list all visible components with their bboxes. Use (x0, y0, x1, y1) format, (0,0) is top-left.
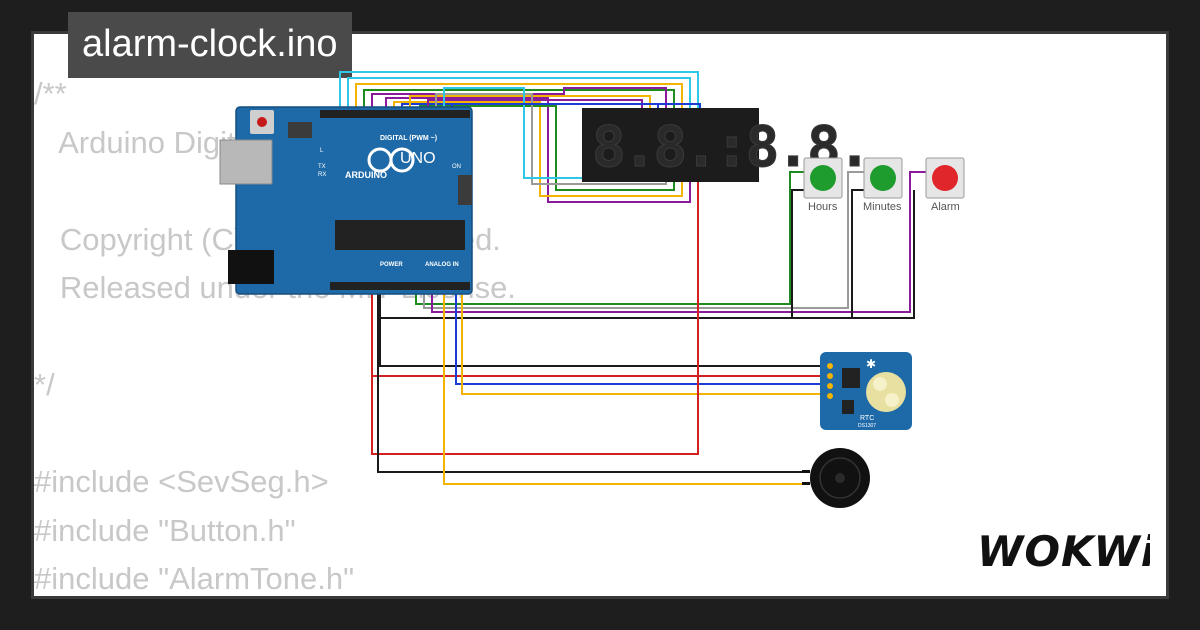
wire (347, 77, 691, 110)
wire (791, 189, 806, 318)
usb-port (219, 139, 273, 185)
code-line: #include "Button.h" (34, 512, 296, 548)
wire (443, 290, 808, 485)
buzzer[interactable] (802, 448, 870, 508)
wire (851, 189, 864, 318)
code-line: #include "AlarmTone.h" (34, 561, 355, 596)
wokwi-logo: WOKWi (975, 522, 1155, 581)
code-line: /** (34, 76, 67, 111)
battery-holder (866, 372, 906, 412)
l-label: L (320, 148, 324, 154)
wire (371, 290, 828, 377)
arduino-uno-board[interactable]: UNO ARDUINO DIGITAL (PWM ~) POWER ANALOG… (219, 106, 473, 295)
wire (385, 97, 691, 203)
tx-label: TX (318, 164, 326, 170)
rtc-chip (842, 368, 860, 388)
wire (371, 87, 667, 110)
wokwi-logo-mark: WOKWi (977, 527, 1155, 576)
alarm-button-label: Alarm (931, 201, 960, 213)
code-line: */ (34, 367, 55, 402)
minutes-button[interactable]: Minutes (863, 157, 903, 213)
seven-segment-display[interactable]: 8.8.:8.8. (582, 108, 872, 182)
on-label: ON (452, 164, 461, 170)
reset-button-cap (257, 117, 267, 127)
wire (461, 290, 828, 395)
icsp-header-2 (458, 175, 472, 205)
digital-label: DIGITAL (PWM ~) (380, 135, 437, 142)
minutes-button-cap (870, 165, 896, 191)
wire (431, 171, 926, 313)
wire (423, 171, 864, 309)
board-model: UNO (400, 150, 436, 167)
rx-label: RX (318, 172, 326, 178)
code-line: #include <SevSeg.h> (34, 464, 329, 499)
hours-button-cap (810, 165, 836, 191)
hours-button[interactable]: Hours (803, 157, 843, 213)
alarm-button[interactable]: Alarm (925, 157, 965, 213)
wokwi-logo-text: WOKWi (977, 527, 1150, 576)
adafruit-star-icon: ✱ (866, 357, 876, 371)
rtc-label: RTC (860, 415, 874, 422)
wire (363, 89, 675, 110)
alarm-button-cap (932, 165, 958, 191)
power-label: POWER (380, 262, 403, 268)
file-title: alarm-clock.ino (68, 12, 352, 78)
wire (415, 171, 806, 305)
wire (339, 71, 699, 110)
analog-label: ANALOG IN (425, 262, 459, 268)
atmega-chip (335, 220, 465, 250)
wire (393, 101, 683, 197)
wire (435, 93, 667, 185)
digital-header (320, 110, 470, 118)
wire (355, 83, 683, 110)
wire (371, 175, 699, 455)
rtc-chip-label: DS1307 (858, 423, 876, 429)
icsp-header (288, 122, 312, 138)
power-jack (228, 250, 274, 284)
board-brand: ARDUINO (345, 170, 387, 180)
wire (377, 290, 808, 473)
minutes-button-label: Minutes (863, 201, 902, 213)
rtc-module[interactable]: RTC DS1307 ✱ (820, 352, 912, 430)
hours-button-label: Hours (808, 201, 838, 213)
wire (379, 290, 828, 367)
analog-header (330, 282, 470, 290)
wire (455, 290, 828, 385)
